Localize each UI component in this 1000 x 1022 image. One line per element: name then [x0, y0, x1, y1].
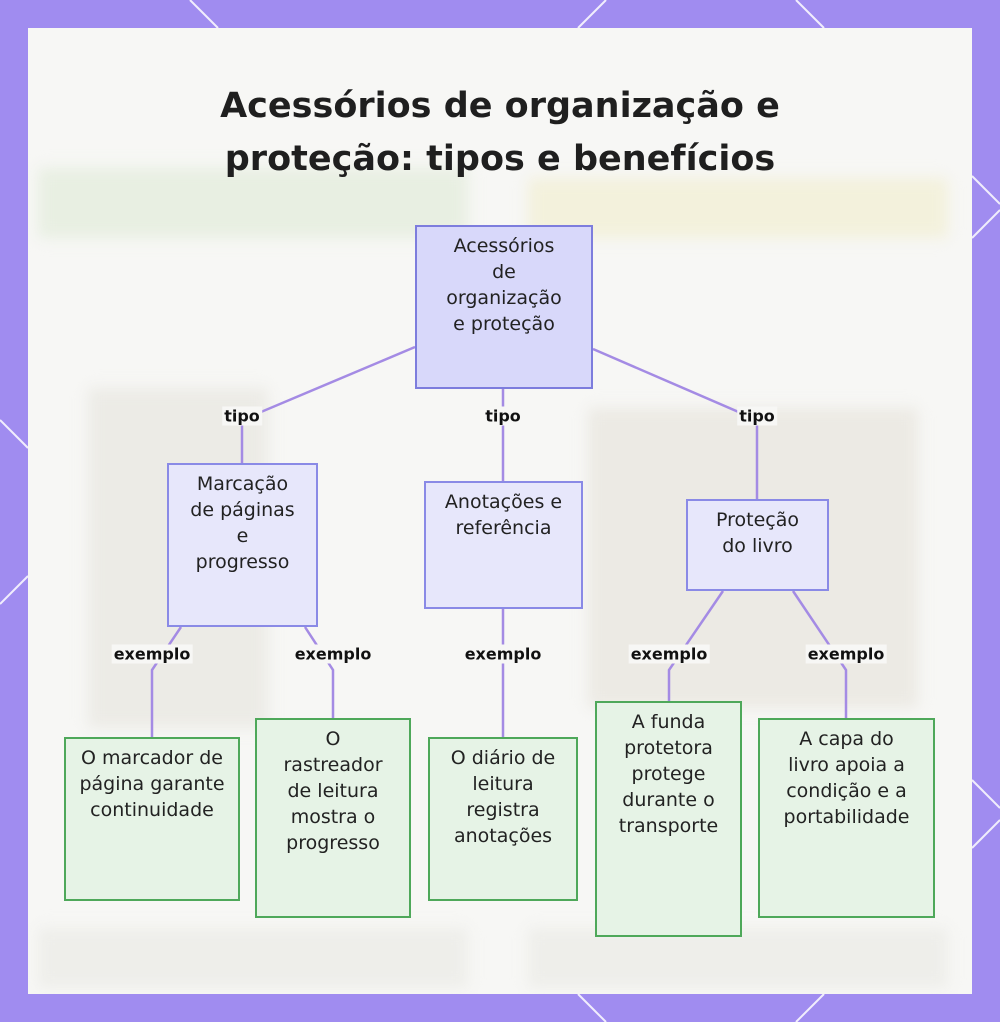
example-node-marcador: O marcador de página garante continuidad…: [64, 737, 240, 901]
edge-marcacao-rastreador: [303, 626, 335, 718]
edge-label-exemplo-2: exemplo: [292, 644, 374, 664]
example-node-diario-label: O diário de leitura registra anotações: [450, 747, 556, 847]
edge-label-tipo-2: tipo: [483, 406, 523, 426]
edge-label-exemplo-3: exemplo: [462, 644, 544, 664]
edge-label-exemplo-4: exemplo: [628, 644, 710, 664]
category-node-anotacoes: Anotações e referência: [424, 481, 583, 609]
example-node-capa: A capa do livro apoia a condição e a por…: [758, 718, 935, 918]
example-node-funda-label: A funda protetora protege durante o tran…: [618, 711, 719, 837]
example-node-marcador-label: O marcador de página garante continuidad…: [79, 747, 225, 821]
root-node: Acessórios de organização e proteção: [415, 225, 593, 389]
example-node-rastreador-label: O rastreador de leitura mostra o progres…: [283, 728, 383, 854]
edge-label-exemplo-1: exemplo: [111, 644, 193, 664]
example-node-diario: O diário de leitura registra anotações: [428, 737, 578, 901]
category-node-marcacao-label: Marcação de páginas e progresso: [190, 473, 295, 573]
root-node-label: Acessórios de organização e proteção: [446, 235, 562, 335]
category-node-protecao: Proteção do livro: [686, 499, 829, 591]
example-node-funda: A funda protetora protege durante o tran…: [595, 701, 742, 937]
edge-label-tipo-1: tipo: [222, 406, 262, 426]
example-node-capa-label: A capa do livro apoia a condição e a por…: [783, 728, 910, 828]
category-node-marcacao: Marcação de páginas e progresso: [167, 463, 318, 627]
edge-root-protecao: [592, 347, 759, 499]
diagram-title: Acessórios de organização e proteção: ti…: [220, 86, 780, 179]
edge-root-marcacao: [240, 345, 416, 463]
edge-label-tipo-3: tipo: [737, 406, 777, 426]
category-node-protecao-label: Proteção do livro: [716, 509, 799, 557]
edge-protecao-capa: [791, 590, 848, 718]
edge-label-exemplo-5: exemplo: [805, 644, 887, 664]
category-node-anotacoes-label: Anotações e referência: [444, 491, 563, 539]
edge-protecao-funda: [667, 590, 725, 701]
edge-marcacao-marcador: [150, 626, 183, 737]
example-node-rastreador: O rastreador de leitura mostra o progres…: [255, 718, 411, 918]
